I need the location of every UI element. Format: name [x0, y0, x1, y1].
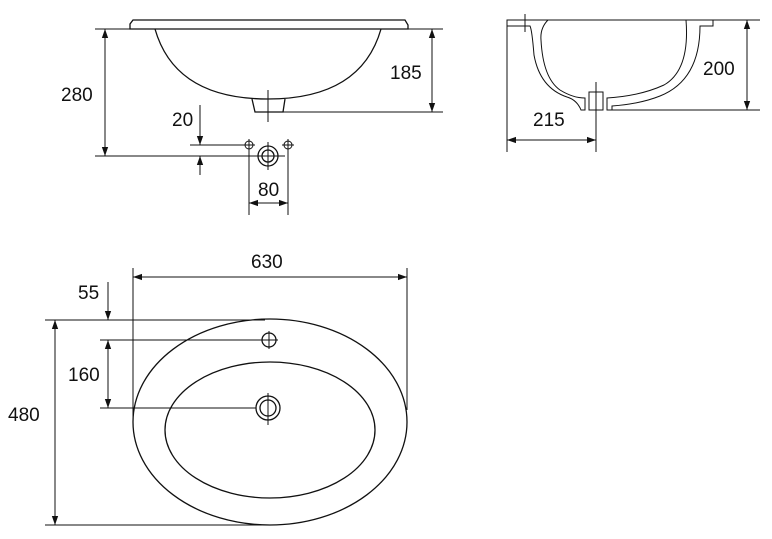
side-elevation-view: 280 185 20 80	[61, 19, 443, 215]
dim-280: 280	[61, 85, 93, 106]
side-bowl	[154, 28, 382, 100]
dim-480: 480	[8, 405, 40, 426]
dim-200: 200	[703, 59, 735, 80]
dim-55: 55	[78, 283, 99, 304]
section-wall-left	[506, 19, 586, 111]
side-rim	[129, 19, 409, 30]
dim-80: 80	[258, 180, 279, 201]
dim-160: 160	[68, 365, 100, 386]
plan-view: 630 480 55 160	[8, 252, 408, 526]
section-wall-right	[606, 19, 714, 111]
basin-outline-inner	[164, 361, 376, 499]
side-drain-stub	[251, 98, 286, 113]
dim-20: 20	[172, 110, 193, 131]
dim-185: 185	[390, 63, 422, 84]
dim-630: 630	[251, 252, 283, 273]
dim-215: 215	[533, 110, 565, 131]
basin-outline-outer	[132, 318, 408, 526]
cross-section-view: 215 200	[506, 14, 760, 152]
